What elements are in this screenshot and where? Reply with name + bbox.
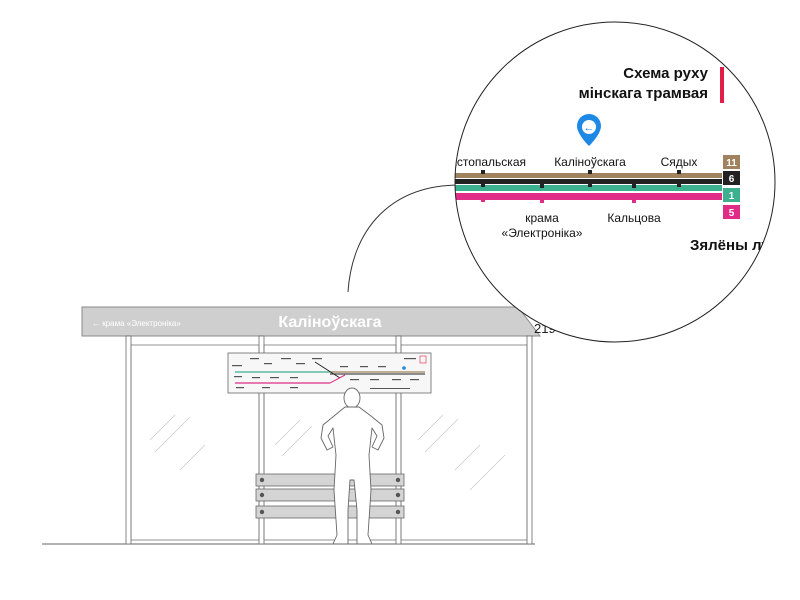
route-line-6 (455, 179, 722, 184)
glass-panel (263, 344, 397, 541)
svg-text:←: ← (584, 122, 595, 134)
title-accent-bar (720, 67, 724, 103)
route-map-labels (232, 358, 419, 389)
callout-arc (347, 184, 461, 293)
route-badge-1 (723, 188, 740, 202)
shelter-roof (81, 306, 542, 337)
route-line-5 (455, 193, 722, 200)
glass-reflections (149, 414, 506, 491)
route-badge-5 (723, 205, 740, 219)
stop-label-zyaleny-lug: Зялёны лу (690, 237, 770, 254)
route-line-11 (455, 173, 722, 178)
stop-label-krama-line2: «Электроніка» (502, 226, 583, 240)
map-title-line1: Схема руху (623, 65, 708, 82)
stop-label-syadykh: Сядых (661, 155, 698, 169)
route-map-board (227, 352, 432, 394)
zoom-circle-border (454, 21, 776, 343)
glass-panel (130, 344, 260, 541)
person-silhouette (320, 387, 385, 545)
stop-ticks (481, 170, 681, 203)
route-badge-6 (723, 171, 740, 185)
route-map-lines (235, 355, 427, 384)
route-badge-11 (723, 155, 740, 169)
route-badge-5-label: 5 (729, 208, 735, 219)
route-badge-6-label: 6 (729, 174, 735, 185)
route-badge-11-label: 11 (726, 158, 737, 169)
map-title-line2: мінскага трамвая (579, 85, 708, 102)
stop-label-kaltsova: Кальцова (607, 211, 661, 225)
route-badge-1-label: 1 (729, 191, 735, 202)
route-line-1 (455, 185, 722, 191)
zoom-content: Схема руху мінскага трамвая ← астопальск… (450, 65, 770, 254)
stop-label-sevastopolskaya: астопальская (450, 155, 526, 169)
shelter-post (125, 335, 132, 545)
shelter-post (526, 335, 533, 545)
stop-label-krama-line1: крама (525, 211, 559, 225)
glass-panel (400, 344, 528, 541)
stop-label-kalinouskaga: Каліноўскага (554, 155, 626, 169)
bench (255, 473, 405, 519)
roof-stop-name: Каліноўскага (278, 314, 381, 331)
roof-direction-label: ← крама «Электроніка» (92, 319, 181, 328)
